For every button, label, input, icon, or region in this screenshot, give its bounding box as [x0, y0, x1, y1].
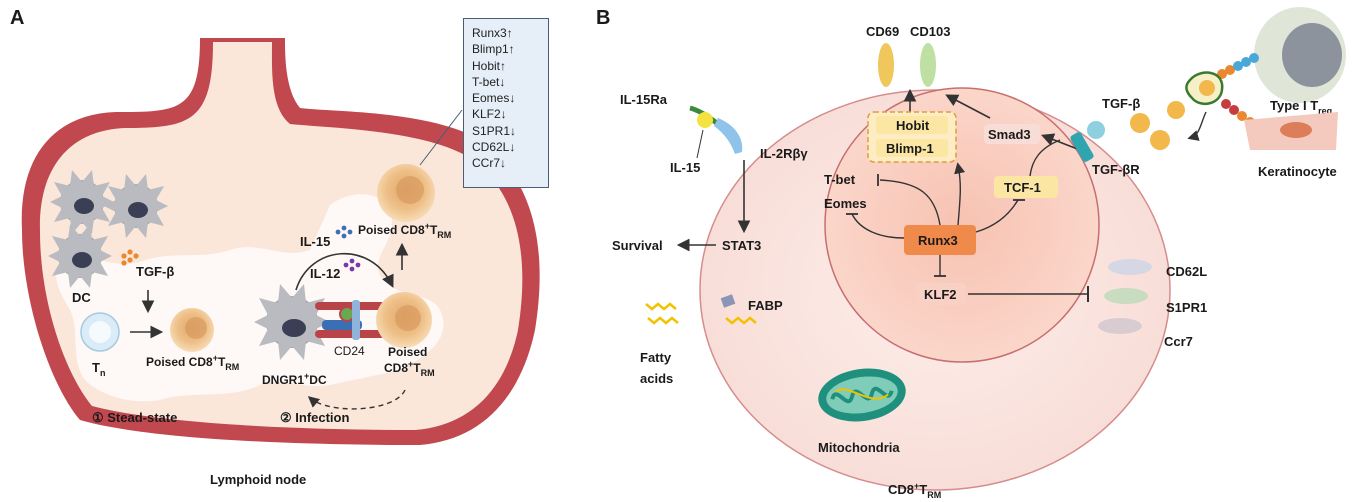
fatty-chain-1 [645, 302, 677, 311]
survival-label: Survival [612, 238, 663, 253]
poised-label-1: Poised CD8+TRM [146, 353, 239, 372]
klf2-box [916, 283, 966, 305]
poised-t-cell-top [377, 164, 435, 222]
gene-item: Eomes↓ [472, 91, 516, 106]
smad3-box [984, 124, 1040, 144]
treg-cell [1254, 7, 1346, 103]
tgfb-ligands [1130, 101, 1185, 150]
gene-expression-box: Runx3↑ Blimp1↑ Hobit↑ T-bet↓ Eomes↓ KLF2… [463, 18, 549, 188]
tcf1-label: TCF-1 [1004, 180, 1041, 195]
tbet-label: T-bet [824, 172, 856, 187]
poised-label-right-2: CD8+TRM [384, 359, 435, 378]
cd69-label: CD69 [866, 24, 899, 39]
ccr7-receptor [1098, 318, 1142, 334]
treg-label: Type I Treg [1270, 98, 1332, 116]
cd24-label: CD24 [334, 344, 365, 358]
gene-item: CCr7↓ [472, 156, 507, 171]
mitochondria-label: Mitochondria [818, 440, 900, 455]
gene-item: CD62L↓ [472, 140, 516, 155]
gene-item: S1PR1↓ [472, 123, 517, 138]
tgfbr-label: TGF-βR [1092, 162, 1140, 177]
cd62l-receptor [1108, 259, 1152, 275]
ccr7-label: Ccr7 [1164, 334, 1193, 349]
fabp-label: FABP [748, 298, 783, 313]
fatty-label-1: Fatty [640, 350, 672, 365]
smad3-up-arrow [945, 94, 991, 119]
runx3-box [904, 225, 976, 255]
cd103-receptor [920, 43, 936, 87]
smad3-label: Smad3 [988, 127, 1031, 142]
cd69-receptor [878, 43, 894, 87]
infection-return-arrow [307, 389, 406, 410]
tgfb-label-b: TGF-β [1102, 96, 1140, 111]
fatty-chain-2 [647, 316, 679, 325]
fatty-label-2: acids [640, 371, 673, 386]
dc-cell [50, 170, 114, 234]
s1pr1-label: S1PR1 [1166, 300, 1207, 315]
fabp-fatty-chain [725, 316, 757, 325]
naive-t-cell [80, 312, 120, 352]
tn-label: Tn [92, 360, 105, 378]
synapse [315, 300, 385, 340]
il15-label-a: IL-15 [300, 234, 330, 249]
gene-item: Runx3↑ [472, 26, 513, 40]
il12-label-a: IL-12 [310, 266, 340, 281]
gene-item: Hobit↑ [472, 58, 507, 73]
dngr1-dc [254, 284, 330, 360]
il15-label-b: IL-15 [670, 160, 700, 175]
mitochondria-icon [818, 368, 906, 422]
runx3-label: Runx3 [918, 233, 958, 248]
node-lobule [56, 194, 444, 402]
il15-dots [335, 225, 353, 239]
cd62l-label: CD62L [1166, 264, 1207, 279]
gene-item: T-bet↓ [472, 74, 506, 89]
release-arrow [1187, 111, 1207, 141]
dc-cell [104, 174, 168, 238]
s1pr1-receptor [1104, 288, 1148, 304]
dc-cluster [48, 170, 168, 288]
integrin-chain [1217, 53, 1259, 127]
klf2-label: KLF2 [924, 287, 957, 302]
tgfb-receptor [1070, 121, 1105, 162]
dngr1-label: DNGR1+DC [262, 371, 327, 387]
step2-label: ② Infection [280, 410, 349, 425]
runx3-hobit-arrow [954, 162, 966, 226]
stat3-label: STAT3 [722, 238, 761, 253]
il15ra-label: IL-15Ra [620, 92, 668, 107]
callout-line [419, 109, 463, 166]
runx3-tbet-inhibit [879, 179, 941, 226]
dc-label: DC [72, 290, 91, 305]
il-arc-arrow [295, 252, 394, 291]
poised-label-right-1: Poised [388, 345, 427, 359]
dc-cell [48, 224, 112, 288]
eomes-label: Eomes [824, 196, 867, 211]
hobit-label: Hobit [896, 118, 930, 133]
panel-b-letter: B [596, 7, 610, 29]
il15-receptor [689, 105, 743, 154]
poised-t-cell-right [376, 292, 432, 348]
poised-t-cell [170, 308, 214, 352]
tgfb-label-a: TGF-β [136, 264, 174, 279]
tcf1-box [994, 176, 1058, 198]
lymphoid-node-caption: Lymphoid node [210, 472, 306, 487]
poised-label-top: Poised CD8+TRM [358, 221, 451, 240]
il12-dots [343, 258, 361, 272]
step1-label: ① Stead-state [92, 410, 177, 425]
fabp-icon [720, 294, 736, 308]
runx3-eomes-inhibit [851, 213, 905, 239]
keratinocyte-label: Keratinocyte [1258, 164, 1337, 179]
smad3-tcf1-line [1029, 139, 1061, 177]
cell-label: CD8+TRM [888, 481, 941, 500]
tgfb-dots [121, 249, 139, 266]
blimp1-label: Blimp-1 [886, 141, 934, 156]
panel-a-letter: A [10, 7, 24, 29]
gene-item: Blimp1↑ [472, 42, 515, 57]
il2rbg-label: IL-2Rβγ [760, 146, 808, 161]
tgfbr-smad3-arrow [1041, 133, 1081, 151]
gene-item: KLF2↓ [472, 107, 507, 122]
runx3-tcf1-inhibit [975, 199, 1019, 233]
cd103-label: CD103 [910, 24, 950, 39]
